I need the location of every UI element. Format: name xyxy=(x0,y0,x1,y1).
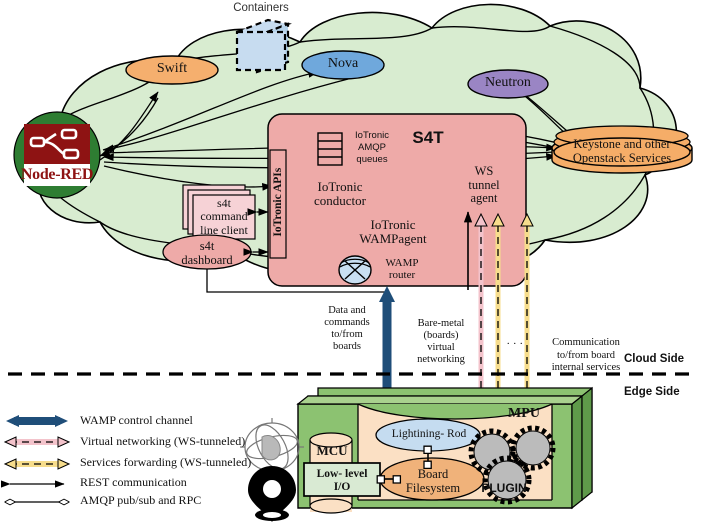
low-level-io-label: Low- level I/O xyxy=(316,468,368,493)
bare-metal-annotation: Bare-metal (boards) virtual networking xyxy=(417,318,465,366)
neutron-node xyxy=(467,69,549,99)
swift-label: Swift xyxy=(156,61,188,76)
wamp-router-label: WAMP router xyxy=(385,257,419,281)
legend-item-1-label: Virtual networking (WS-tunneled) xyxy=(80,434,246,448)
iotronic-wampagent-label: IoTronic WAMPagent xyxy=(359,217,427,247)
edge-side-label: Edge Side xyxy=(624,386,680,398)
queue-ladder-icon xyxy=(317,132,343,166)
nova-label: Nova xyxy=(327,56,359,71)
container-cube-icon xyxy=(233,18,292,74)
lightning-rod-label: Lightining- Rod xyxy=(391,428,467,440)
legend-graphics xyxy=(1,415,71,502)
board-stack xyxy=(296,386,593,514)
nova-node xyxy=(301,50,385,80)
containers-label: Containers xyxy=(233,2,289,14)
client-api-arrows xyxy=(206,208,385,293)
amqp-queues-label: IoTronic AMQP queues xyxy=(355,130,389,165)
s4t-cli-stack xyxy=(182,184,256,240)
iotronic-conductor-label: IoTronic conductor xyxy=(314,179,366,209)
mcu-label: MCU xyxy=(316,443,348,458)
keystone-label: Keystone and other Openstack Services xyxy=(572,137,672,165)
neutron-label: Neutron xyxy=(485,75,531,90)
legend-item-3-label: REST communication xyxy=(80,475,187,489)
legend-item-2-label: Services forwarding (WS-tunneled) xyxy=(80,455,252,469)
plugin-gears-icon xyxy=(468,425,556,505)
wamp-router-icon xyxy=(338,255,372,285)
mpu-label: MPU xyxy=(508,406,540,421)
board-filesystem-label: Board Filesystem xyxy=(405,467,461,495)
ws-tunnel-agent-label: WS tunnel agent xyxy=(468,164,500,205)
board-services-annotation: Communication to/from board internal ser… xyxy=(551,337,621,374)
cloud-side-label: Cloud Side xyxy=(624,353,685,365)
node-red-logo-icon xyxy=(29,128,80,160)
node-red-label: Node-RED xyxy=(20,166,94,183)
s4t-cli-label: s4t command line client xyxy=(200,196,248,237)
tunnel-ellipsis: . . . xyxy=(506,335,524,347)
swift-node xyxy=(125,55,219,85)
iotronic-apis-label: IoTronic APIs xyxy=(271,167,284,237)
plugin-label: PLUGIN xyxy=(481,481,527,495)
map-pin-icon xyxy=(248,466,296,522)
node-red-node xyxy=(13,111,101,199)
s4t-dashboard-label: s4t dashboard xyxy=(181,239,233,267)
data-commands-annotation: Data and commands to/from boards xyxy=(324,305,370,353)
legend-item-0-label: WAMP control channel xyxy=(80,413,193,427)
legend-item-4-label: AMQP pub/sub and RPC xyxy=(80,493,202,507)
keystone-node xyxy=(551,125,693,174)
s4t-title: S4T xyxy=(412,128,444,147)
